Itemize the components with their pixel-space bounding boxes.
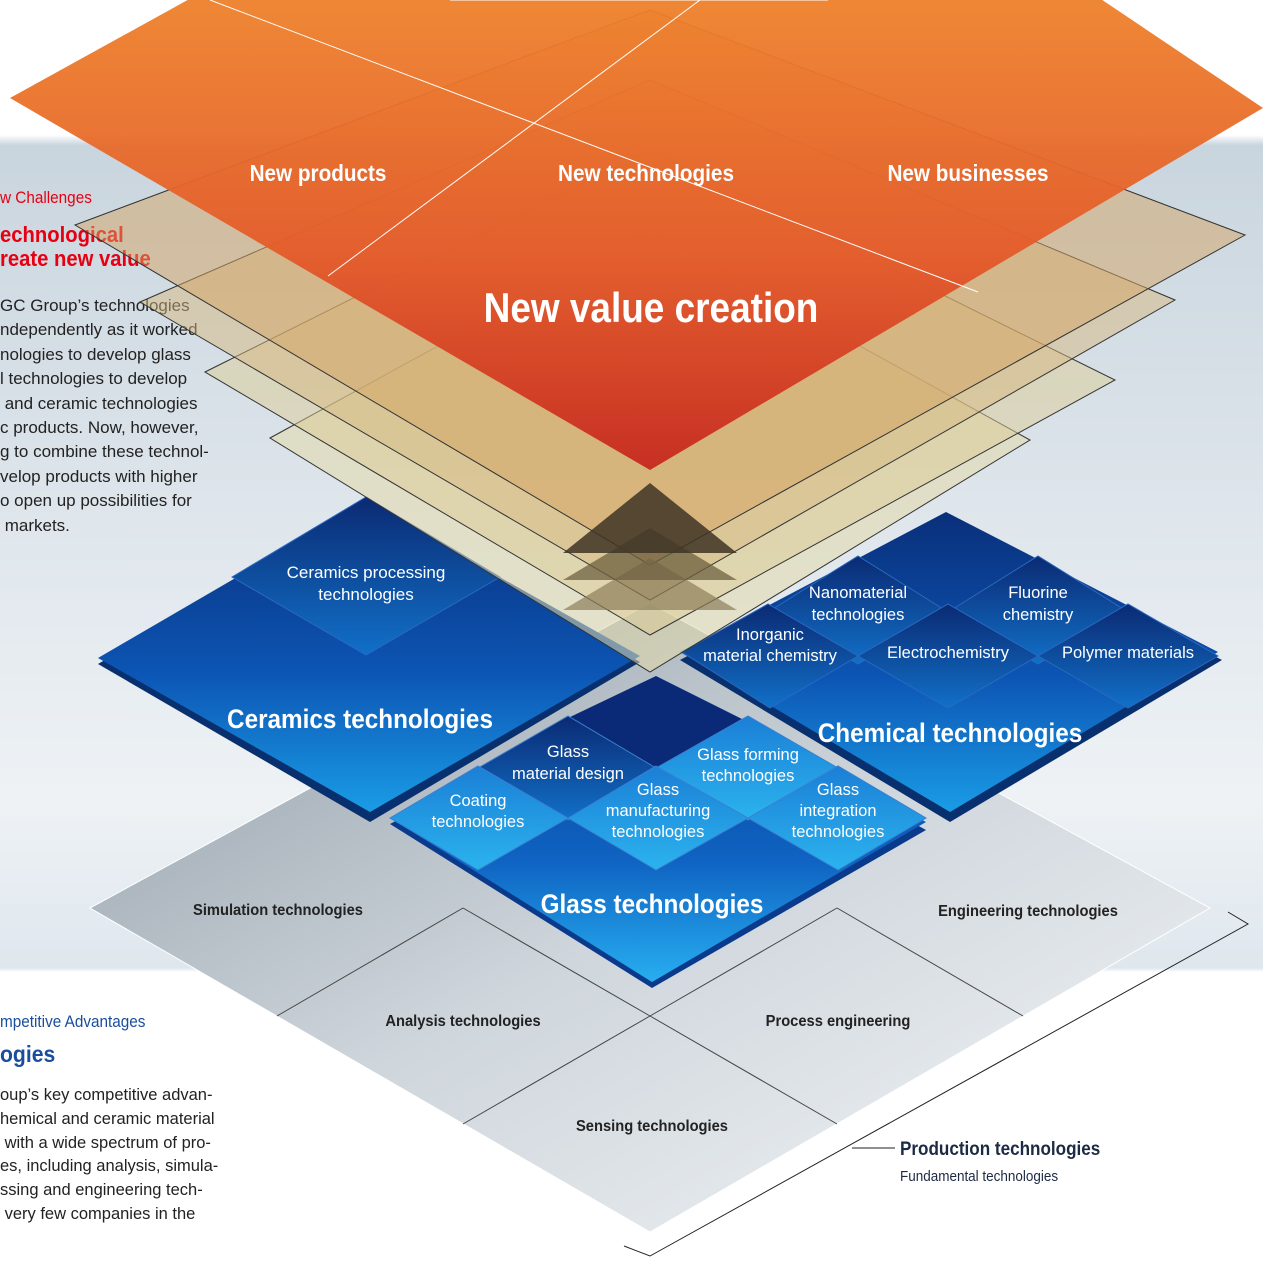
advantages-kicker: mpetitive Advantages xyxy=(0,1012,146,1031)
new-products-label: New products xyxy=(250,160,387,186)
glass-integration-label: integration xyxy=(799,802,876,820)
challenges-section: w Challenges echnological reate new valu… xyxy=(0,188,245,588)
base-divider xyxy=(276,907,464,1017)
glass-forming-label: Glass forming xyxy=(697,746,799,764)
glass-forming-label: technologies xyxy=(702,767,795,785)
challenges-body: GC Group’s technologies ndependently as … xyxy=(0,296,209,535)
sensing-label: Sensing technologies xyxy=(576,1117,728,1135)
value-plate xyxy=(10,0,1263,470)
engineering-label: Engineering technologies xyxy=(938,902,1118,920)
base-divider xyxy=(649,907,838,1017)
process-label: Process engineering xyxy=(766,1012,911,1030)
nanomaterial-label: Nanomaterial xyxy=(809,584,907,602)
base-divider xyxy=(836,907,1024,1017)
polymer-tile xyxy=(1037,603,1219,709)
base-divider xyxy=(649,1015,838,1125)
advantages-section: mpetitive Advantages ogies oup’s key com… xyxy=(0,1012,280,1262)
arrow-triangle xyxy=(563,558,737,610)
advantages-body: oup’s key competitive advan- hemical and… xyxy=(0,1086,219,1223)
fluorine-label: Fluorine xyxy=(1008,584,1068,602)
glass-material-design-label: material design xyxy=(512,765,624,783)
new-technologies-label: New technologies xyxy=(558,160,734,186)
ceramics-title: Ceramics technologies xyxy=(227,705,493,734)
glass-manufacturing-label: manufacturing xyxy=(606,802,711,820)
upward-arrows xyxy=(563,483,737,610)
ceramics-processing-label: Ceramics processing xyxy=(287,563,446,582)
production-technologies-label: Production technologies xyxy=(900,1138,1100,1159)
glass-integration-label: technologies xyxy=(792,823,885,841)
fundamental-technologies-label: Fundamental technologies xyxy=(900,1168,1058,1185)
glass-title: Glass technologies xyxy=(541,890,764,919)
ceramics-technologies-layer: Ceramics processing technologies Ceramic… xyxy=(98,496,640,822)
coating-label: Coating xyxy=(450,792,507,810)
analysis-label: Analysis technologies xyxy=(385,1012,540,1030)
glass-top-tile xyxy=(568,676,748,768)
chemical-title: Chemical technologies xyxy=(818,719,1083,748)
arrow-triangle xyxy=(563,528,737,580)
base-divider xyxy=(462,907,651,1017)
inorganic-label: Inorganic xyxy=(736,626,804,644)
glass-material-design-label: Glass xyxy=(547,743,589,761)
nanomaterial-label: technologies xyxy=(812,606,905,624)
ceramics-processing-label: technologies xyxy=(318,585,413,604)
glass-integration-label: Glass xyxy=(817,781,859,799)
glass-manufacturing-label: Glass xyxy=(637,781,679,799)
arrow-triangle xyxy=(563,483,737,553)
challenges-kicker: w Challenges xyxy=(0,188,92,207)
polymer-label: Polymer materials xyxy=(1062,644,1194,662)
new-value-creation-layer: New products New technologies New busine… xyxy=(10,0,1263,470)
fluorine-label: chemistry xyxy=(1003,606,1074,624)
glass-integration-tile xyxy=(747,765,927,871)
new-value-creation-title: New value creation xyxy=(484,285,819,332)
ceramics-plate xyxy=(98,502,640,812)
inorganic-label: material chemistry xyxy=(703,647,838,665)
new-businesses-label: New businesses xyxy=(887,160,1048,186)
coating-label: technologies xyxy=(432,813,525,831)
electrochemistry-label: Electrochemistry xyxy=(887,644,1010,662)
advantages-title: ogies xyxy=(0,1041,56,1067)
value-divider xyxy=(209,0,979,293)
bracket-line xyxy=(623,911,1249,1257)
glass-manufacturing-label: technologies xyxy=(612,823,705,841)
base-divider xyxy=(462,1015,651,1125)
simulation-label: Simulation technologies xyxy=(193,901,363,919)
value-divider xyxy=(327,0,701,277)
glass-technologies-layer: Glass material design Glass forming tech… xyxy=(389,676,927,988)
chemical-technologies-layer: Nanomaterial technologies Fluorine chemi… xyxy=(680,512,1222,822)
